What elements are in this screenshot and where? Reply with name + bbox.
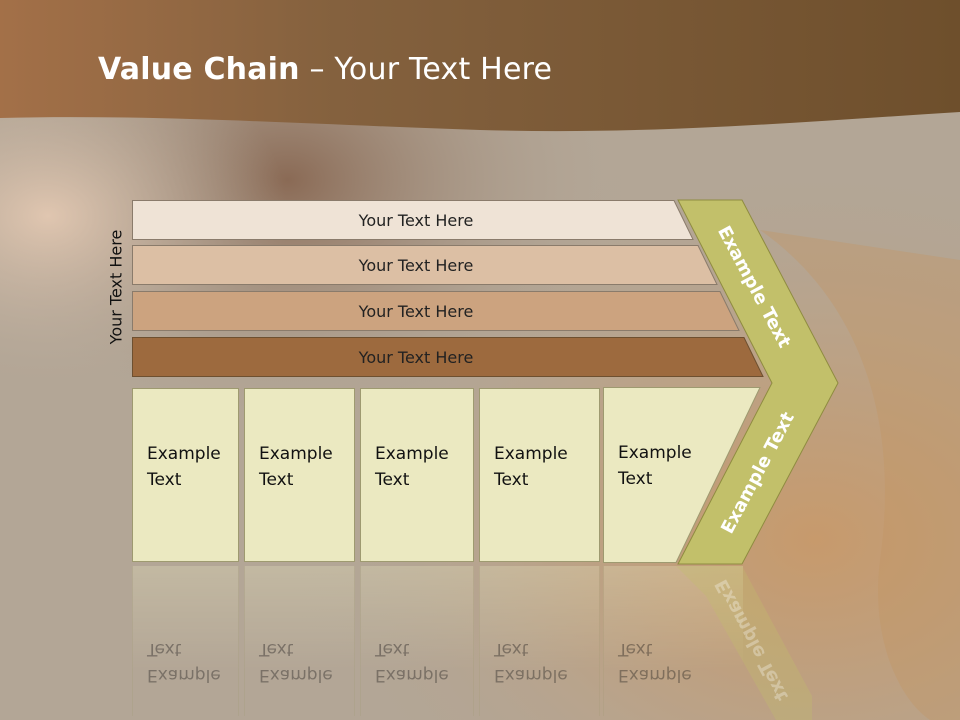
bar-4-label: Your Text Here [358, 347, 474, 367]
activity-box-5-label: Example Text [618, 443, 692, 489]
reflection-box-4-label: Example Text [494, 639, 568, 685]
activity-box-1-label: Example Text [147, 444, 221, 490]
activity-box-3: Example Text [360, 388, 474, 562]
reflection-box-2-label: Example Text [259, 639, 333, 685]
bar-3-label: Your Text Here [358, 301, 474, 321]
activity-box-2-label: Example Text [259, 444, 333, 490]
bar-1: Your Text Here [132, 200, 694, 240]
activity-box-4: Example Text [479, 388, 600, 562]
activity-box-1: Example Text [132, 388, 239, 562]
activity-box-3-label: Example Text [375, 444, 449, 490]
reflection-box-1: Example Text [132, 566, 239, 716]
reflection-box-3: Example Text [360, 566, 474, 716]
reflection-box-1-label: Example Text [147, 639, 221, 685]
title-rest: – Your Text Here [299, 52, 553, 87]
bar-2-label: Your Text Here [358, 255, 474, 275]
title-bold: Value Chain [98, 52, 300, 87]
bar-4: Your Text Here [132, 337, 764, 377]
header-band [0, 0, 960, 132]
activity-box-5 [603, 387, 761, 563]
activity-box-2: Example Text [244, 388, 355, 562]
bar-2: Your Text Here [132, 245, 718, 285]
bar-1-label: Your Text Here [358, 210, 474, 230]
activity-box-4-label: Example Text [494, 444, 568, 490]
reflection-chevron [676, 566, 812, 720]
reflection-box-4: Example Text [479, 566, 600, 716]
slide-title: Value Chain – Your Text Here [98, 52, 552, 87]
bar-3: Your Text Here [132, 291, 740, 331]
reflection-box-2: Example Text [244, 566, 355, 716]
reflection-box-3-label: Example Text [375, 639, 449, 685]
